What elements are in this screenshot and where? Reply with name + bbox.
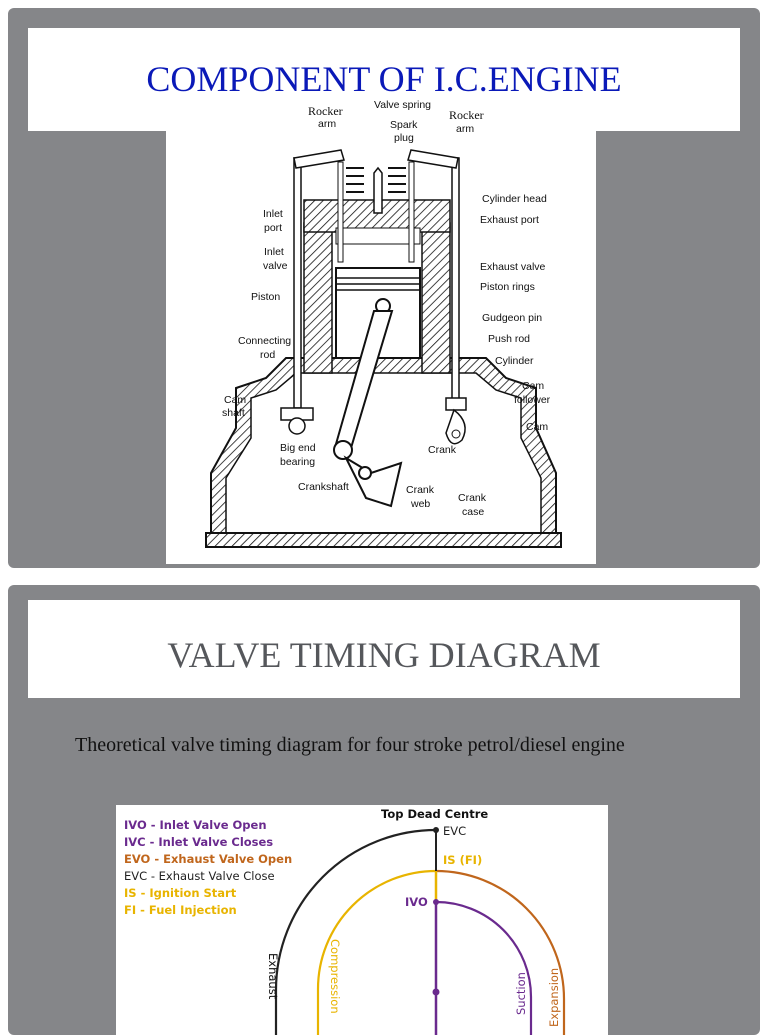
label-rocker-right-2: arm [456, 123, 475, 135]
timing-labels: Top Dead Centre EVC IS (FI) IVO Exhaust … [116, 805, 608, 1035]
label-evc: EVC [443, 824, 467, 838]
engine-diagram: Rocker arm Valve spring Spark plug Rocke… [166, 99, 596, 564]
label-cam-shaft-1: Cam [224, 394, 247, 406]
label-big-end-bearing-2: bearing [280, 456, 316, 468]
label-big-end-bearing-1: Big end [280, 442, 316, 454]
label-cam-shaft-2: shaft [222, 407, 245, 419]
label-is-fi: IS (FI) [443, 853, 483, 867]
label-exhaust-port: Exhaust port [480, 214, 539, 226]
label-top-dead-centre: Top Dead Centre [381, 807, 489, 821]
spark-plug-shape [373, 166, 383, 214]
title-band: COMPONENT OF I.C.ENGINE [28, 28, 740, 131]
expansion-arc [435, 869, 566, 1035]
label-cam-follower-2: follower [514, 394, 551, 406]
label-piston: Piston [251, 291, 281, 303]
label-rocker-left-2: arm [318, 118, 337, 130]
label-cam-follower-1: Cam [522, 380, 545, 392]
legend-item: IS - Ignition Start [124, 886, 237, 900]
label-spark-plug-1: Spark [390, 119, 418, 131]
title-band: VALVE TIMING DIAGRAM [28, 600, 740, 698]
label-valve-spring: Valve spring [374, 99, 432, 111]
legend-item: IVO - Inlet Valve Open [124, 818, 267, 832]
label-cam: Cam [526, 421, 549, 433]
valve-timing-svg [274, 827, 566, 1035]
legend: IVO - Inlet Valve Open IVC - Inlet Valve… [124, 817, 292, 919]
cylinder-wall-left [303, 222, 333, 374]
label-suction: Suction [514, 972, 528, 1015]
label-connecting-rod-2: rod [260, 349, 276, 361]
compression-arc [316, 869, 437, 1035]
legend-item: EVC - Exhaust Valve Close [124, 869, 275, 883]
slide-title: COMPONENT OF I.C.ENGINE [146, 59, 622, 99]
legend-item: IVC - Inlet Valve Closes [124, 835, 274, 849]
exhaust-arc [274, 828, 437, 1035]
engine-diagram-svg [205, 149, 562, 548]
label-rocker-left-1: Rocker [308, 104, 343, 118]
label-crank-case-1: Crank [458, 492, 487, 504]
label-exhaust-valve: Exhaust valve [480, 261, 546, 273]
label-inlet-port-2: port [264, 222, 283, 234]
label-cylinder-head: Cylinder head [482, 193, 547, 205]
label-inlet-valve-1: Inlet [264, 246, 284, 258]
label-crank: Crank [428, 444, 457, 456]
slide-caption: Theoretical valve timing diagram for fou… [75, 734, 625, 756]
label-inlet-valve-2: valve [263, 260, 288, 272]
legend-item: FI - Fuel Injection [124, 903, 237, 917]
label-crank-web-1: Crank [406, 484, 435, 496]
label-inlet-port-1: Inlet [263, 208, 283, 220]
label-ivo: IVO [405, 895, 428, 909]
slide-component-ic-engine: COMPONENT OF I.C.ENGINE [8, 8, 760, 568]
rocker-arm-left [293, 149, 345, 169]
label-gudgeon-pin: Gudgeon pin [482, 312, 543, 324]
valve-timing-diagram: Top Dead Centre EVC IS (FI) IVO Exhaust … [116, 805, 608, 1035]
label-push-rod: Push rod [488, 333, 531, 345]
slide-title: VALVE TIMING DIAGRAM [167, 635, 601, 675]
label-crank-web-2: web [411, 498, 431, 510]
suction-arc [435, 900, 533, 1035]
label-piston-rings: Piston rings [480, 281, 535, 293]
label-exhaust: Exhaust [266, 953, 280, 1000]
engine-labels: Rocker arm Valve spring Spark plug Rocke… [166, 99, 596, 564]
label-compression: Compression [328, 939, 342, 1014]
label-spark-plug-2: plug [394, 132, 414, 144]
label-crankshaft: Crankshaft [298, 481, 349, 493]
label-cylinder: Cylinder [495, 355, 534, 367]
label-expansion: Expansion [547, 967, 561, 1027]
label-crank-case-2: case [462, 506, 485, 518]
label-connecting-rod-1: Connecting [238, 335, 292, 347]
legend-item: EVO - Exhaust Valve Open [124, 852, 293, 866]
label-rocker-right-1: Rocker [449, 108, 484, 122]
rocker-arm-right [407, 149, 459, 169]
slide-valve-timing: VALVE TIMING DIAGRAM Theoretical valve t… [8, 585, 760, 1035]
